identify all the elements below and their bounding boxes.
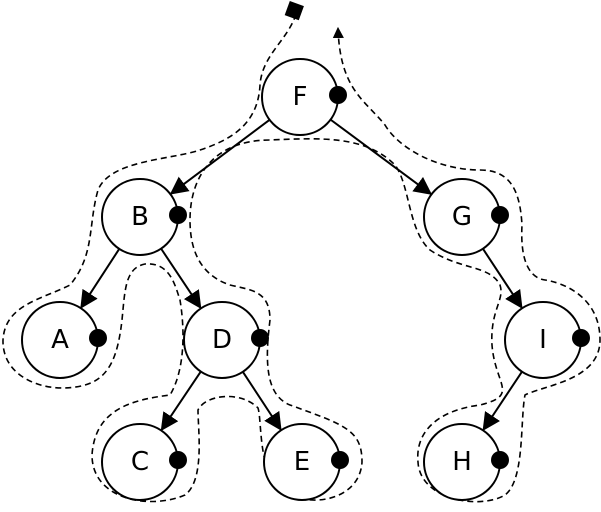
node-label: B (131, 202, 149, 232)
node-G: G (423, 178, 509, 256)
node-label: E (294, 447, 310, 477)
visit-dot-icon (491, 206, 509, 224)
node-C: C (101, 423, 187, 501)
visit-dot-icon (89, 329, 107, 347)
node-label: I (539, 325, 547, 355)
visit-dot-icon (572, 329, 590, 347)
edge-D-C (160, 370, 202, 432)
node-label: D (212, 325, 232, 355)
visit-dot-icon (331, 451, 349, 469)
visit-dot-icon (169, 206, 187, 224)
visit-dot-icon (491, 451, 509, 469)
traversal-path (2, 13, 601, 503)
node-label: F (293, 82, 308, 112)
start-marker (284, 1, 304, 21)
edge-F-G (329, 118, 433, 195)
node-D: D (183, 301, 269, 379)
node-B: B (101, 178, 187, 256)
edge-B-D (160, 248, 202, 310)
node-I: I (504, 301, 590, 379)
edge-B-A (80, 248, 121, 309)
visit-dot-icon (251, 329, 269, 347)
edge-F-B (169, 119, 271, 195)
visit-dot-icon (169, 451, 187, 469)
node-label: A (51, 325, 69, 355)
edge-G-I (482, 248, 523, 309)
edge-D-E (242, 371, 282, 431)
node-label: H (452, 447, 472, 477)
node-A: A (21, 301, 107, 379)
visit-dot-icon (329, 86, 347, 104)
nodes: F B G A D I C E H (21, 58, 590, 501)
node-E: E (263, 423, 349, 501)
edge-I-H (482, 371, 523, 432)
node-H: H (423, 423, 509, 501)
node-label: C (131, 447, 149, 477)
edges (80, 118, 523, 432)
node-F: F (261, 58, 347, 136)
node-label: G (452, 202, 472, 232)
